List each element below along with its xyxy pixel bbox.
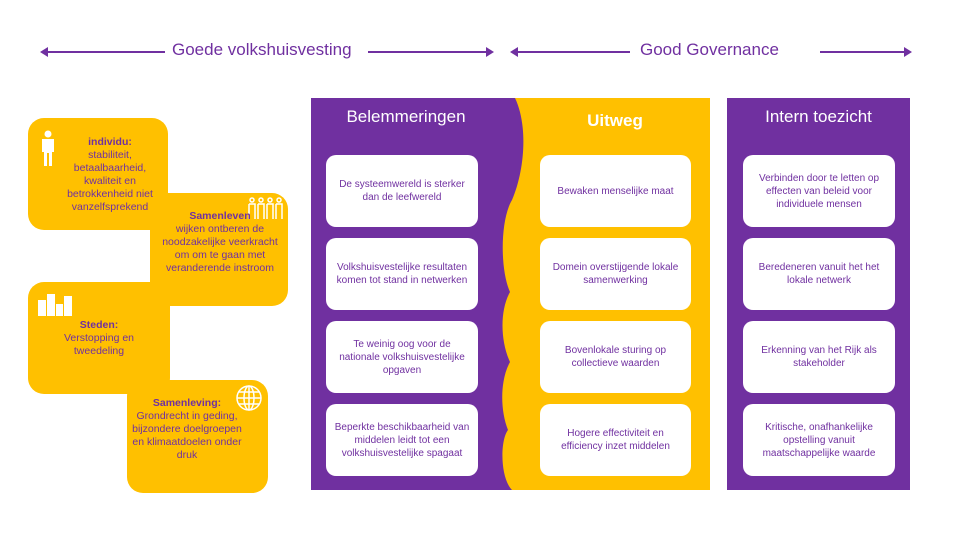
block-text: stabiliteit, betaalbaarheid, kwaliteit e… [67,149,153,213]
block-title: individu: [88,136,132,148]
block-text: Grondrecht in geding, bijzondere doelgro… [132,410,242,461]
arrow-left [40,47,165,57]
card: Domein overstijgende lokale samenwerking [540,238,691,310]
column-title-belemmeringen: Belemmeringen [346,107,466,126]
block-individu: individu:stabiliteit, betaalbaarheid, kw… [28,118,168,230]
card: Erkenning van het Rijk als stakeholder [743,321,895,393]
block-text: wijken ontberen de noodzakelijke veerkra… [162,223,278,274]
column-title-intern-toezicht: Intern toezicht [765,107,872,126]
arrow-left [510,47,630,57]
header-goede-volkshuisvesting: Goede volkshuisvesting [172,40,352,59]
block-title: Samenleving: [152,397,222,409]
card: Volkshuisvestelijke resultaten komen tot… [326,238,478,310]
card: Kritische, onafhankelijke opstelling van… [743,404,895,476]
block-samenleving: Samenleving:Grondrecht in geding, bijzon… [127,380,268,493]
card: Verbinden door te letten op effecten van… [743,155,895,227]
globe-icon [236,385,262,411]
block-title: Samenleven [189,210,251,222]
card: Te weinig oog voor de nationale volkshui… [326,321,478,393]
card: Beredeneren vanuit het het lokale netwer… [743,238,895,310]
person-icon [42,130,54,166]
header-good-governance: Good Governance [640,40,779,59]
block-title: Steden: [79,319,119,331]
arrow-right [368,47,494,57]
people-icon [248,197,283,219]
block-steden: Steden:Verstopping en tweedeling [28,282,170,394]
buildings-icon [38,294,72,316]
block-text: Verstopping en tweedeling [63,332,135,357]
arrow-right [820,47,912,57]
card: Bovenlokale sturing op collectieve waard… [540,321,691,393]
card: Bewaken menselijke maat [540,155,691,227]
card: De systeemwereld is sterker dan de leefw… [326,155,478,227]
card: Hogere effectiviteit en efficiency inzet… [540,404,691,476]
column-title-uitweg: Uitweg [587,111,643,130]
card: Beperkte beschikbaarheid van middelen le… [326,404,478,476]
